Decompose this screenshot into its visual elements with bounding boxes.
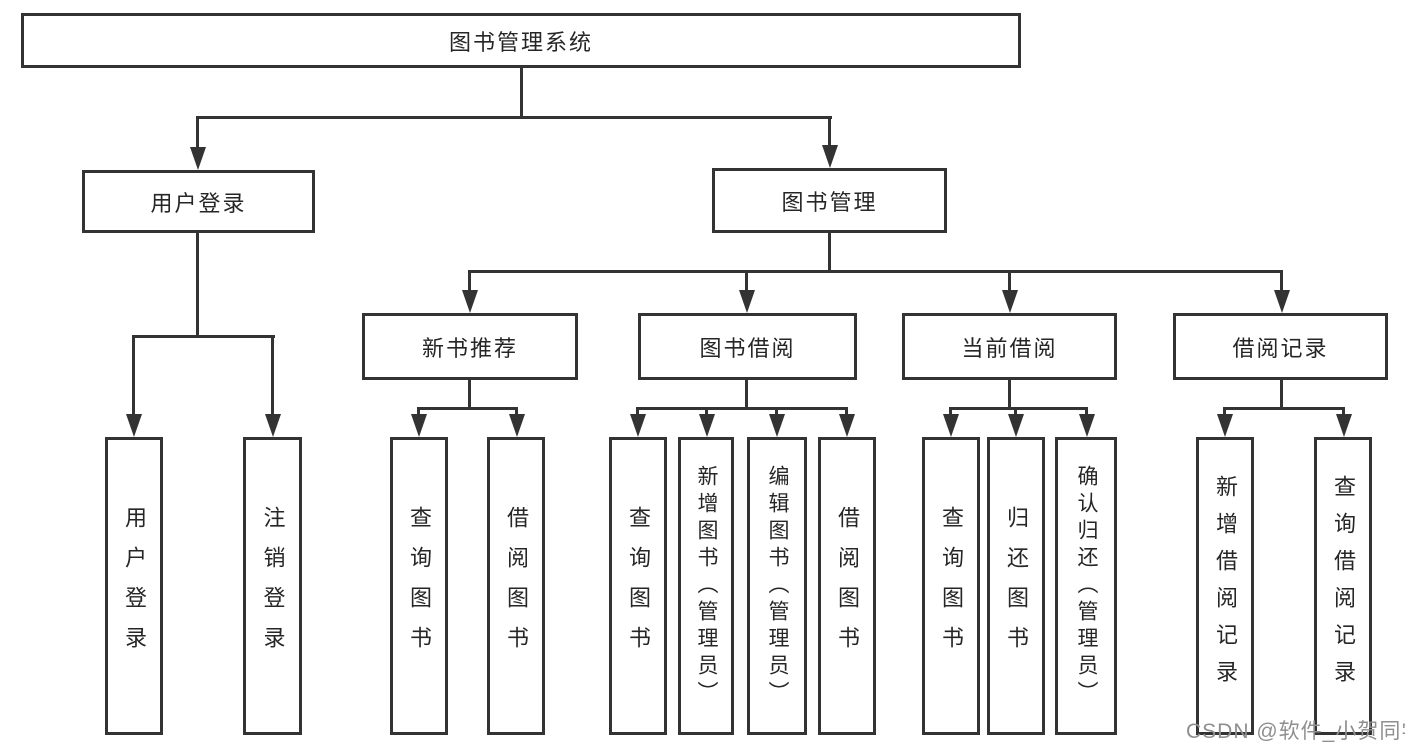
arrowhead-borrow-books-recommend	[509, 414, 525, 437]
leaf-label: 新增借阅记录	[1213, 475, 1238, 697]
connector-drop-new-book-recommendation	[468, 270, 471, 292]
arrowhead-confirm-return	[1079, 414, 1095, 437]
leaf-label: 归还图书	[1004, 506, 1029, 666]
leaf-label: 借阅图书	[835, 506, 860, 666]
node-label: 图书管理系统	[448, 29, 593, 55]
connector-user-login-bar	[132, 335, 275, 338]
csdn-watermark: CSDN @软件_小贺同学	[1186, 720, 1405, 743]
node-book-borrowing: 图书借阅	[638, 313, 857, 380]
connector-drop-book-management	[828, 116, 831, 148]
arrowhead-query-borrow-record	[1336, 414, 1352, 437]
arrowhead-query-books-recommend	[411, 414, 427, 437]
leaf-label: 查询图书	[407, 506, 432, 666]
connector-recommend-bar	[417, 407, 518, 410]
connector-drop-user-login	[196, 116, 199, 150]
leaf-label: 查询图书	[626, 506, 651, 666]
connector-book-management-stem	[828, 233, 831, 273]
node-label: 当前借阅	[961, 335, 1058, 361]
node-library-management-system: 图书管理系统	[21, 13, 1021, 68]
leaf-query-books-borrowing: 查询图书	[609, 437, 667, 735]
connector-drop-query-borrow-record	[1342, 407, 1345, 417]
connector-user-login-stem	[196, 233, 199, 338]
arrowhead-query-books-borrowing	[630, 414, 646, 437]
connector-drop-query-books-borrowing	[636, 407, 639, 417]
leaf-add-borrow-record: 新增借阅记录	[1196, 437, 1254, 735]
leaf-label: 新增图书（管理员）	[695, 464, 718, 708]
node-book-management: 图书管理	[712, 168, 947, 233]
arrowhead-user-login	[190, 147, 206, 170]
connector-borrowing-stem	[745, 380, 748, 410]
leaf-user-login: 用户登录	[105, 437, 163, 735]
connector-recommend-stem	[468, 380, 471, 410]
leaf-return-books: 归还图书	[987, 437, 1045, 735]
node-borrowing-records: 借阅记录	[1173, 313, 1388, 380]
connector-drop-return-books	[1014, 407, 1017, 417]
leaf-query-books-current: 查询图书	[922, 437, 980, 735]
connector-drop-borrow-books	[845, 407, 848, 417]
connector-drop-borrow-books-recommend	[515, 407, 518, 417]
leaf-add-books-admin: 新增图书（管理员）	[678, 437, 734, 735]
connector-drop-query-books-recommend	[417, 407, 420, 417]
arrowhead-query-books-current	[943, 414, 959, 437]
node-label: 图书借阅	[699, 335, 796, 361]
leaf-query-borrow-record: 查询借阅记录	[1314, 437, 1372, 735]
leaf-label: 借阅图书	[504, 506, 529, 666]
node-label: 借阅记录	[1232, 335, 1329, 361]
leaf-label: 编辑图书（管理员）	[766, 464, 789, 708]
arrowhead-add-borrow-record	[1217, 414, 1233, 437]
node-current-borrowing: 当前借阅	[902, 313, 1117, 380]
node-label: 新书推荐	[421, 335, 518, 361]
connector-drop-current-borrowing	[1008, 270, 1011, 292]
connector-records-bar	[1223, 407, 1344, 410]
connector-drop-leaf-user-login	[132, 335, 135, 417]
connector-book-management-bar	[468, 270, 1283, 273]
connector-drop-query-books-current	[949, 407, 952, 417]
arrowhead-borrowing-records	[1274, 290, 1290, 313]
leaf-label: 查询借阅记录	[1331, 475, 1356, 697]
arrowhead-current-borrowing	[1002, 290, 1018, 313]
connector-drop-edit-books	[775, 407, 778, 417]
connector-drop-add-books	[705, 407, 708, 417]
connector-root-stem	[520, 68, 523, 118]
connector-drop-add-borrow-record	[1223, 407, 1226, 417]
connector-borrowing-bar	[636, 407, 847, 410]
connector-drop-leaf-logout	[271, 335, 274, 417]
leaf-label: 查询图书	[939, 506, 964, 666]
leaf-query-books-recommend: 查询图书	[390, 437, 448, 735]
arrowhead-book-borrowing	[739, 290, 755, 313]
connector-current-bar	[949, 407, 1088, 410]
leaf-confirm-return-admin: 确认归还（管理员）	[1055, 437, 1117, 735]
leaf-label: 用户登录	[122, 506, 147, 666]
connector-records-stem	[1280, 380, 1283, 410]
leaf-label: 确认归还（管理员）	[1075, 464, 1098, 708]
leaf-logout: 注销登录	[243, 437, 302, 735]
arrowhead-new-book-recommendation	[462, 290, 478, 313]
arrowhead-leaf-user-login	[126, 414, 142, 437]
arrowhead-borrow-books	[839, 414, 855, 437]
arrowhead-return-books	[1008, 414, 1024, 437]
leaf-edit-books-admin: 编辑图书（管理员）	[747, 437, 807, 735]
node-user-login: 用户登录	[82, 170, 315, 233]
arrowhead-add-books	[699, 414, 715, 437]
node-new-book-recommendation: 新书推荐	[362, 313, 578, 380]
arrowhead-leaf-logout	[265, 414, 281, 437]
leaf-borrow-books: 借阅图书	[818, 437, 876, 735]
node-label: 用户登录	[150, 190, 247, 216]
leaf-borrow-books-recommend: 借阅图书	[487, 437, 545, 735]
connector-drop-borrowing-records	[1280, 270, 1283, 292]
arrowhead-book-management	[822, 145, 838, 168]
connector-drop-confirm-return	[1085, 407, 1088, 417]
connector-root-bar	[197, 116, 832, 119]
node-label: 图书管理	[781, 189, 878, 215]
arrowhead-edit-books	[769, 414, 785, 437]
connector-drop-book-borrowing	[745, 270, 748, 292]
leaf-label: 注销登录	[260, 506, 286, 666]
connector-current-stem	[1008, 380, 1011, 410]
